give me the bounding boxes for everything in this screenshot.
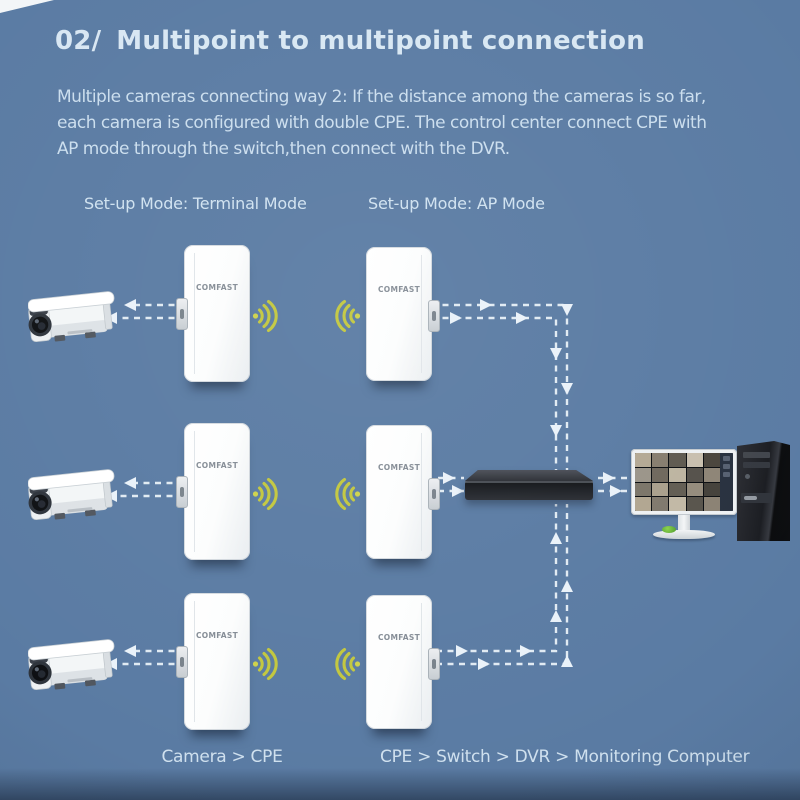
camera-feed-thumbnail: [686, 482, 703, 497]
drive-bay: [743, 452, 770, 458]
cpe-device-terminal: COMFAST: [176, 593, 250, 730]
cpe-seam: [194, 601, 195, 722]
caption-cpe-switch-dvr: CPE > Switch > DVR > Monitoring Computer: [380, 747, 750, 767]
cpe-mount-latch: [428, 478, 440, 510]
tower-pc-icon: [737, 441, 790, 541]
camera-feed-thumbnail: [686, 497, 703, 511]
cpe-device-ap: COMFAST: [366, 247, 440, 381]
camera-feed-thumbnail: [703, 497, 720, 511]
camera-feed-thumbnail: [635, 467, 652, 482]
cpe-device-terminal: COMFAST: [176, 245, 250, 382]
caption-camera-cpe: Camera > CPE: [161, 747, 283, 767]
camera-feed-thumbnail: [635, 482, 652, 497]
cctv-camera-icon: [28, 469, 115, 521]
wifi-signal-icon: [252, 477, 278, 511]
cpe-device-ap: COMFAST: [366, 425, 440, 559]
cpe-seam: [421, 433, 422, 551]
camera-feed-thumbnail: [635, 453, 652, 467]
page-title: 02/Multipoint to multipoint connection: [55, 26, 645, 56]
cpe-mount-latch: [428, 648, 440, 680]
section-number: 02/: [55, 26, 102, 56]
camera-feed-thumbnail: [703, 467, 720, 482]
cpe-device-ap: COMFAST: [366, 595, 440, 729]
camera-feed-thumbnail: [703, 482, 720, 497]
cpe-mount-latch: [176, 646, 188, 678]
monitor-frame: [631, 449, 737, 515]
description-line: AP mode through the switch,then connect …: [57, 139, 510, 159]
camera-feed-thumbnail: [635, 497, 652, 511]
wifi-signal-icon: [335, 647, 361, 681]
camera-feed-thumbnail: [669, 482, 686, 497]
drive-bay: [743, 462, 770, 468]
cpe-brand-label: COMFAST: [377, 633, 421, 642]
cpe-seam: [194, 253, 195, 374]
ap-mode-label: Set-up Mode: AP Mode: [368, 194, 545, 213]
camera-feed-grid: [635, 453, 720, 511]
wifi-signal-icon: [252, 299, 278, 333]
cpe-mount-latch: [176, 298, 188, 330]
camera-feed-thumbnail: [669, 453, 686, 467]
page-title-text: Multipoint to multipoint connection: [116, 26, 645, 56]
description-line: each camera is configured with double CP…: [57, 113, 707, 133]
description-line: Multiple cameras connecting way 2: If th…: [57, 87, 706, 107]
description-paragraph: Multiple cameras connecting way 2: If th…: [57, 84, 707, 162]
desk-plant-icon: [662, 526, 676, 533]
network-switch-device: [465, 470, 593, 500]
cpe-brand-label: COMFAST: [377, 285, 421, 294]
camera-feed-thumbnail: [703, 453, 720, 467]
cctv-camera-icon: [28, 291, 115, 343]
wifi-signal-icon: [335, 477, 361, 511]
wifi-signal-icon: [335, 299, 361, 333]
camera-feed-thumbnail: [652, 453, 669, 467]
camera-feed-thumbnail: [686, 453, 703, 467]
terminal-mode-label: Set-up Mode: Terminal Mode: [84, 194, 307, 213]
wifi-signal-icon: [252, 647, 278, 681]
camera-feed-thumbnail: [669, 467, 686, 482]
front-panel-detail: [741, 493, 772, 503]
link-row: COMFAST COMFAST: [0, 593, 800, 733]
cpe-mount-latch: [428, 300, 440, 332]
monitor-screen: [635, 453, 733, 511]
power-button-detail: [745, 474, 750, 479]
cpe-mount-latch: [176, 476, 188, 508]
cctv-camera-icon: [28, 639, 115, 691]
camera-feed-thumbnail: [652, 467, 669, 482]
camera-feed-thumbnail: [686, 467, 703, 482]
cctv-software-sidebar: [720, 453, 733, 511]
cpe-device-terminal: COMFAST: [176, 423, 250, 560]
cpe-seam: [194, 431, 195, 552]
cpe-seam: [421, 603, 422, 721]
cpe-brand-label: COMFAST: [377, 463, 421, 472]
monitoring-computer-icon: [631, 449, 737, 539]
camera-feed-thumbnail: [652, 497, 669, 511]
camera-feed-thumbnail: [652, 482, 669, 497]
cpe-seam: [421, 255, 422, 373]
camera-feed-thumbnail: [669, 497, 686, 511]
link-row: COMFAST COMFAST: [0, 245, 800, 385]
